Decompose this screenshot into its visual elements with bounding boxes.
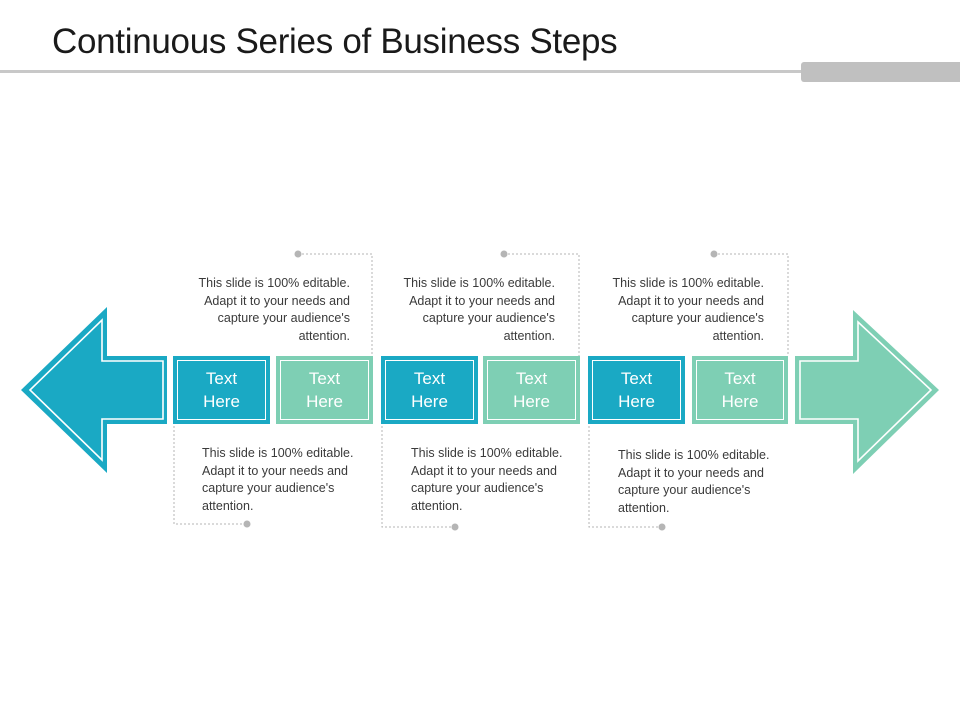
step-label-4: Text Here — [513, 369, 550, 411]
right-arrow — [795, 310, 939, 474]
step-label-2: Text Here — [306, 369, 343, 411]
note-bottom-3: This slide is 100% editable. Adapt it to… — [618, 448, 770, 515]
connector-bottom-2 — [381, 422, 455, 528]
left-arrow — [21, 307, 167, 473]
step-label-3: Text Here — [411, 369, 448, 411]
connector-bottom-1 — [173, 422, 247, 525]
connector-top-3 — [714, 253, 789, 356]
note-top-2: This slide is 100% editable. Adapt it to… — [403, 276, 555, 343]
connector-bottom-3 — [588, 422, 662, 528]
connector-dot-top-2 — [500, 250, 508, 258]
connector-dot-bottom-2 — [451, 523, 459, 531]
note-bottom-1: This slide is 100% editable. Adapt it to… — [202, 446, 354, 513]
step-box-4: Text Here — [483, 356, 580, 424]
connector-dot-bottom-3 — [658, 523, 666, 531]
connector-top-1 — [298, 253, 373, 356]
step-box-2: Text Here — [276, 356, 373, 424]
step-label-5: Text Here — [618, 369, 655, 411]
note-top-1: This slide is 100% editable. Adapt it to… — [198, 276, 350, 343]
note-top-3: This slide is 100% editable. Adapt it to… — [612, 276, 764, 343]
connector-dot-top-1 — [294, 250, 302, 258]
step-label-1: Text Here — [203, 369, 240, 411]
connector-dot-top-3 — [710, 250, 718, 258]
step-box-5: Text Here — [588, 356, 685, 424]
step-box-6: Text Here — [692, 356, 788, 424]
page-title: Continuous Series of Business Steps — [52, 22, 618, 61]
connector-dot-bottom-1 — [243, 520, 251, 528]
step-box-3: Text Here — [381, 356, 478, 424]
step-box-1: Text Here — [173, 356, 270, 424]
note-bottom-2: This slide is 100% editable. Adapt it to… — [411, 446, 563, 513]
step-label-6: Text Here — [721, 369, 759, 411]
title-divider — [0, 70, 960, 73]
connector-top-2 — [504, 253, 580, 356]
header-accent-tab — [801, 62, 960, 82]
